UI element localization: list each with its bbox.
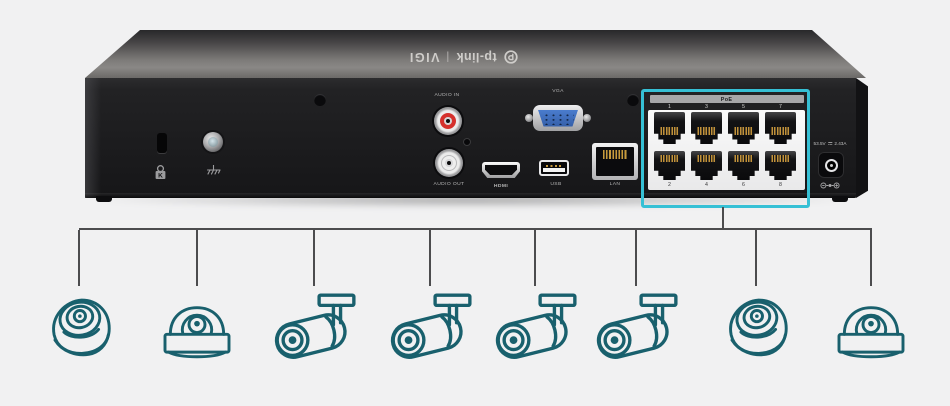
power-voltage: 53.5V: [813, 140, 826, 147]
connector-branch: [534, 230, 536, 286]
nvr-top-face: tp-link | VIGI: [85, 30, 866, 78]
grounding-terminal-icon: [206, 165, 221, 175]
dc-power-jack: [818, 152, 844, 178]
connector-stem: [722, 207, 724, 229]
poe-rj45-port: [691, 112, 722, 144]
mini-screw-icon: [463, 138, 471, 146]
connector-branch: [870, 230, 872, 286]
poe-port-panel: 2 4 6 8: [648, 110, 805, 190]
poe-bottom-numbers: 2 4 6 8: [648, 180, 805, 189]
connector-trunk: [79, 228, 872, 230]
poe-bottom-ports: [648, 151, 805, 180]
usb-label: USB: [550, 180, 562, 187]
poe-top-numbers: 1 3 5 7: [648, 102, 805, 111]
vga-port: [522, 105, 594, 131]
power-current: 2.43A: [834, 140, 847, 147]
turret-camera-icon: [706, 288, 806, 368]
panel-screw-icon: [314, 94, 326, 106]
lan-label: LAN: [609, 180, 621, 187]
poe-port-number: 2: [668, 181, 671, 188]
poe-port-number: 4: [705, 181, 708, 188]
poe-port-number: 3: [705, 103, 708, 110]
poe-highlight-box: [641, 89, 810, 208]
hdmi-port: [482, 162, 520, 178]
poe-port-number: 6: [742, 181, 745, 188]
device-foot: [832, 196, 848, 202]
connector-branch: [429, 230, 431, 286]
poe-rj45-port: [765, 112, 796, 144]
ground-screw: [203, 132, 223, 152]
connector-branch: [313, 230, 315, 286]
nvr-side-face: [856, 78, 868, 198]
connector-branch: [78, 230, 80, 286]
panel-screw-icon: [627, 94, 639, 106]
kensington-slot: [157, 133, 167, 153]
hdmi-label: HDMI: [493, 182, 509, 189]
poe-port-number: 7: [779, 103, 782, 110]
audio-in-label: AUDIO IN: [434, 91, 460, 98]
bullet-camera-icon: [485, 288, 585, 368]
dome-camera-icon: [147, 288, 247, 368]
poe-rj45-port: [654, 151, 685, 180]
connector-branch: [196, 230, 198, 286]
usb-port: [539, 160, 569, 176]
branding: tp-link | VIGI: [343, 46, 583, 68]
bullet-camera-icon: [586, 288, 686, 368]
turret-camera-icon: [29, 288, 129, 368]
connector-branch: [635, 230, 637, 286]
poe-header-bar: PoE: [650, 95, 804, 103]
poe-top-ports: [648, 112, 805, 144]
poe-header-label: PoE: [721, 95, 733, 103]
poe-rj45-port: [728, 112, 759, 144]
poe-rj45-port: [728, 151, 759, 180]
bullet-camera-icon: [264, 288, 364, 368]
kensington-lock-icon: K: [155, 165, 166, 179]
tp-link-logo-icon: [503, 50, 518, 64]
poe-port-number: 1: [668, 103, 671, 110]
poe-rj45-port: [691, 151, 722, 180]
dc-symbol-icon: [827, 142, 833, 145]
bullet-camera-icon: [380, 288, 480, 368]
poe-port-number: 5: [742, 103, 745, 110]
audio-in-jack: [434, 107, 462, 135]
connector-branch: [755, 230, 757, 286]
vga-screw-icon: [525, 114, 533, 122]
poe-port-number: 8: [779, 181, 782, 188]
audio-out-label: AUDIO OUT: [433, 180, 465, 187]
audio-out-jack: [435, 149, 463, 177]
dc-polarity-icon: [820, 182, 840, 189]
vga-screw-icon: [583, 114, 591, 122]
vga-label: VGA: [552, 87, 564, 94]
lan-port: [592, 143, 638, 180]
poe-rj45-port: [765, 151, 796, 180]
dome-camera-icon: [821, 288, 921, 368]
brand-divider: |: [446, 51, 450, 63]
power-rating: 53.5V 2.43A: [807, 141, 853, 146]
nvr-rear-panel: K AUDIO IN AUDIO OUT HDMI VGA USB: [85, 78, 856, 208]
brand-name: tp-link: [456, 50, 497, 64]
poe-rj45-port: [654, 112, 685, 144]
brand-product: VIGI: [408, 50, 440, 64]
svg-text:K: K: [158, 172, 163, 179]
device-foot: [96, 196, 112, 202]
